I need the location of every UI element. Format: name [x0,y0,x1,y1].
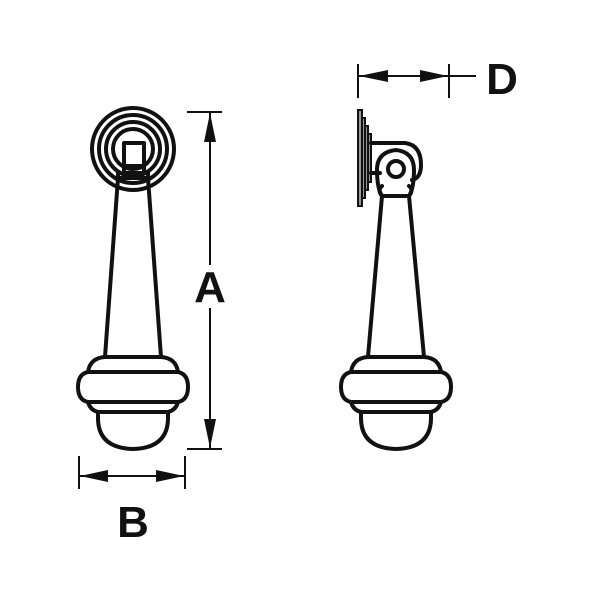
dimension-a: A [187,111,226,450]
label-a: A [194,263,226,312]
arrow-right-icon [156,470,184,482]
tapered-shank [103,176,163,359]
label-d: D [486,55,518,104]
arrow-left-icon [80,470,108,482]
dimension-d: D [357,55,518,104]
label-b: B [117,498,149,547]
pivot-pin [386,159,406,179]
dimension-b: B [78,456,186,547]
arrow-up-icon [204,113,216,142]
pivot-arm [369,141,423,182]
arrow-right-icon [420,70,448,82]
arrow-down-icon [204,419,216,448]
rosette-backplate [90,106,176,192]
side-bulb [339,355,453,451]
arrow-left-icon [359,70,388,82]
side-view [339,109,453,451]
bulb [76,355,190,451]
pivot-knuckle [375,148,416,198]
loop-outer [122,141,146,175]
side-tapered-shank [366,194,426,359]
front-view [76,106,190,451]
stepped-backplate [357,109,372,207]
